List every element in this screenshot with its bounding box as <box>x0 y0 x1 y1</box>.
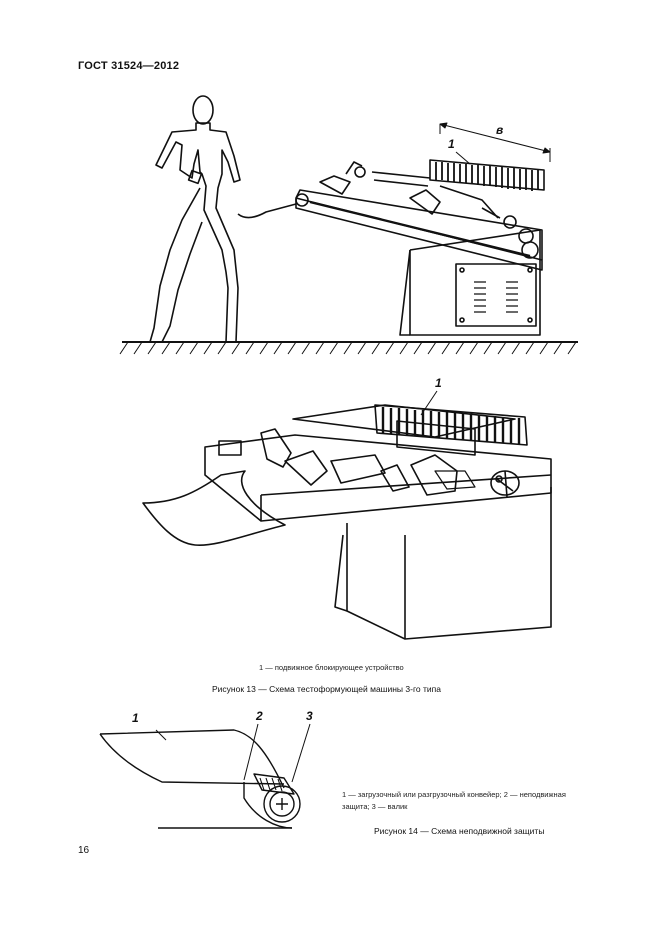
figure13-bottom-callout-1: 1 <box>435 376 442 390</box>
figure14-callout-2: 2 <box>255 709 263 723</box>
figure13-side-view-drawing: в 1 <box>119 95 578 355</box>
figure14-legend-line2: защита; 3 — валик <box>342 802 408 811</box>
figure14-callout-3: 3 <box>306 709 313 723</box>
figure13-dimension-b-label: в <box>496 123 503 137</box>
figure13-legend: 1 — подвижное блокирующее устройство <box>259 663 404 672</box>
figure14-legend-line1: 1 — загрузочный или разгрузочный конвейе… <box>342 790 566 799</box>
page-number: 16 <box>78 845 90 856</box>
figure14-caption: Рисунок 14 — Схема неподвижной защиты <box>374 826 545 836</box>
figure14-callout-1: 1 <box>132 711 139 725</box>
document-standard-header: ГОСТ 31524—2012 <box>78 60 180 72</box>
figure13-top-callout-1: 1 <box>448 137 455 151</box>
figure14-drawing: 1 2 3 <box>99 709 313 829</box>
figure13-perspective-drawing: 1 <box>142 376 552 640</box>
figure13-caption: Рисунок 13 — Схема тестоформующей машины… <box>212 684 441 694</box>
